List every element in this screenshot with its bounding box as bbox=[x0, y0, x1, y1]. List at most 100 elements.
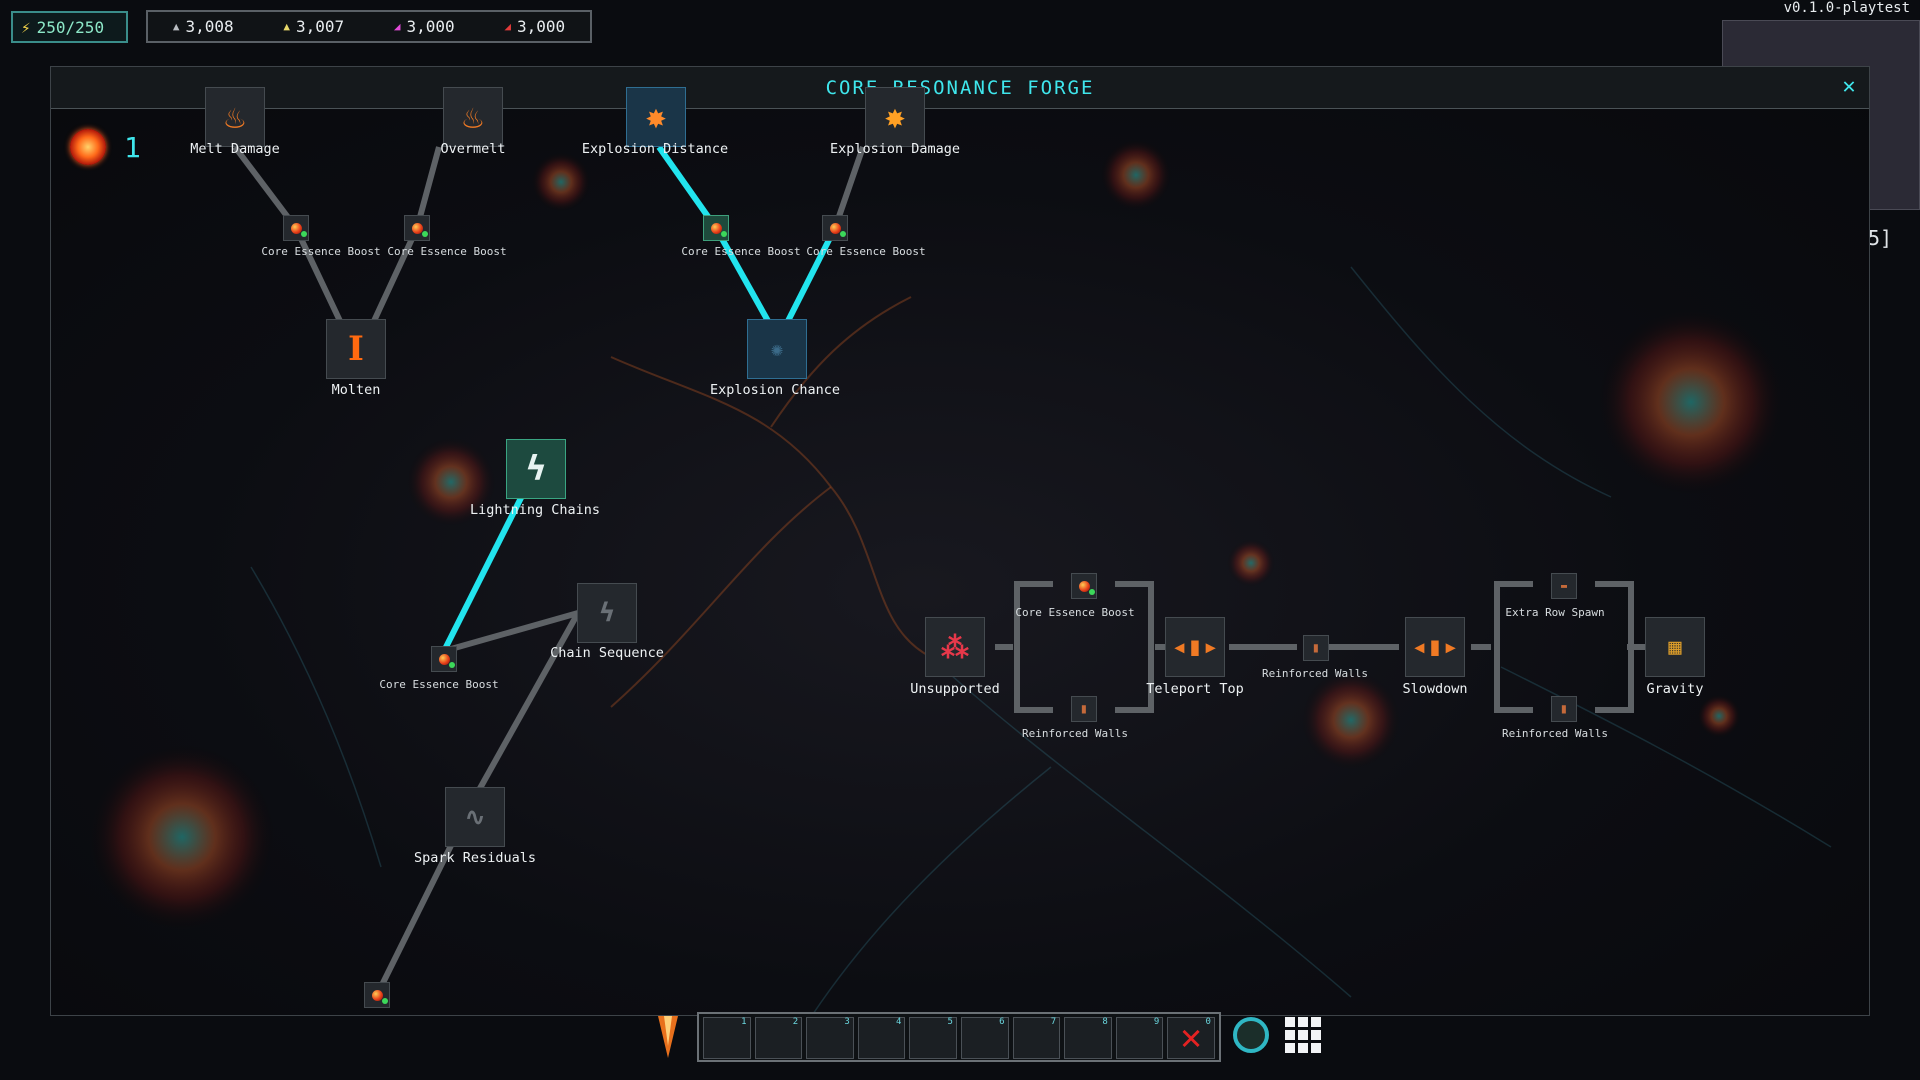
hotbar-slot-3[interactable]: 3 bbox=[806, 1017, 854, 1059]
core-essence-boost-node-1[interactable] bbox=[283, 215, 309, 241]
close-button[interactable]: ✕ bbox=[1837, 75, 1861, 99]
slowdown-node[interactable]: ◂▮▸ bbox=[1405, 617, 1465, 677]
reinforced-walls-label-2: Reinforced Walls bbox=[1262, 667, 1368, 680]
core-essence-boost-node-6[interactable] bbox=[1071, 573, 1097, 599]
spark-residuals-label: Spark Residuals bbox=[414, 850, 536, 866]
reinforced-walls-node-1[interactable]: ▮ bbox=[1071, 696, 1097, 722]
overmelt-label: Overmelt bbox=[440, 141, 506, 157]
scanner-button[interactable] bbox=[1228, 1012, 1274, 1058]
version-label: v0.1.0-playtest bbox=[1783, 0, 1910, 16]
hotbar-slot-remove[interactable]: 0 ✕ bbox=[1167, 1017, 1215, 1059]
flame-icon: ♨ bbox=[462, 97, 484, 137]
background-art bbox=[87, 139, 1832, 1015]
overmelt-node[interactable]: ♨ bbox=[443, 87, 503, 147]
cracked-block-icon: ⁂ bbox=[941, 630, 969, 664]
gravity-node[interactable]: ▦ bbox=[1645, 617, 1705, 677]
hotbar-slot-7[interactable]: 7 bbox=[1012, 1017, 1061, 1059]
hotbar-slot-9[interactable]: 9 bbox=[1115, 1017, 1164, 1059]
unsupported-node[interactable]: ⁂ bbox=[925, 617, 985, 677]
reinforced-walls-node-2[interactable]: ▮ bbox=[1303, 635, 1329, 661]
reinforced-walls-label-1: Reinforced Walls bbox=[1022, 727, 1128, 740]
molten-node[interactable]: I bbox=[326, 319, 386, 379]
yellow-crystal-icon: ▲ bbox=[283, 20, 290, 33]
chain-sequence-label: Chain Sequence bbox=[550, 645, 664, 661]
resource-magenta: ◢ 3,000 bbox=[393, 17, 455, 36]
core-essence-boost-label-3: Core Essence Boost bbox=[681, 245, 801, 258]
wall-icon: ▮ bbox=[1311, 640, 1321, 656]
energy-counter: ⚡ 250/250 bbox=[11, 11, 128, 43]
hotbar-slot-5[interactable]: 5 bbox=[909, 1017, 957, 1059]
teleport-icon: ◂▮▸ bbox=[1171, 632, 1219, 662]
core-counter: 1 bbox=[70, 129, 141, 165]
melt-damage-label: Melt Damage bbox=[190, 141, 280, 157]
core-essence-icon bbox=[411, 222, 428, 237]
menu-grid-button[interactable] bbox=[1280, 1012, 1326, 1058]
hotbar-slot-2[interactable]: 2 bbox=[754, 1017, 803, 1059]
core-essence-icon bbox=[829, 222, 846, 237]
core-essence-boost-label-6: Core Essence Boost bbox=[1015, 606, 1135, 619]
gravity-icon: ▦ bbox=[1668, 634, 1682, 660]
magenta-crystal-icon: ◢ bbox=[393, 20, 401, 33]
reinforced-walls-node-3[interactable]: ▮ bbox=[1551, 696, 1577, 722]
explosion-damage-node[interactable]: ✸ bbox=[865, 87, 925, 147]
extra-row-spawn-label: Extra Row Spawn bbox=[1505, 606, 1605, 619]
core-essence-boost-node-5[interactable] bbox=[431, 646, 457, 672]
extra-row-spawn-node[interactable]: ▬ bbox=[1551, 573, 1577, 599]
lightning-chains-node[interactable]: ϟ bbox=[506, 439, 566, 499]
core-essence-boost-node-2[interactable] bbox=[404, 215, 430, 241]
core-essence-icon bbox=[1078, 580, 1095, 595]
molten-icon: I bbox=[348, 329, 364, 369]
core-essence-boost-node-7[interactable] bbox=[364, 982, 390, 1008]
explosion-distance-label: Explosion Distance bbox=[581, 141, 729, 157]
explosion-icon: ✺ bbox=[770, 337, 784, 361]
core-essence-icon bbox=[70, 129, 106, 165]
core-count: 1 bbox=[124, 130, 141, 164]
resource-red: ◢ 3,000 bbox=[504, 17, 566, 36]
core-essence-boost-label-1: Core Essence Boost bbox=[261, 245, 381, 258]
spark-icon: ∿ bbox=[464, 803, 486, 831]
chain-sequence-node[interactable]: ϟ bbox=[577, 583, 637, 643]
explosion-chance-label: Explosion Chance bbox=[709, 382, 841, 398]
explosion-icon: ✸ bbox=[884, 97, 906, 137]
core-essence-boost-label-2: Core Essence Boost bbox=[387, 245, 507, 258]
resource-grey: ▲ 3,008 bbox=[172, 17, 234, 36]
drill-icon bbox=[658, 1016, 678, 1058]
blue-veins bbox=[250, 266, 1832, 1015]
explosion-icon: ✸ bbox=[645, 97, 667, 137]
explosion-damage-label: Explosion Damage bbox=[829, 141, 961, 157]
active-links bbox=[441, 145, 838, 653]
lightning-veins bbox=[610, 296, 932, 708]
core-essence-boost-label-4: Core Essence Boost bbox=[806, 245, 926, 258]
core-essence-icon bbox=[290, 222, 307, 237]
core-essence-boost-node-3[interactable] bbox=[703, 215, 729, 241]
scanner-icon bbox=[1233, 1017, 1269, 1053]
inactive-links bbox=[232, 145, 1649, 997]
explosion-chance-node[interactable]: ✺ bbox=[747, 319, 807, 379]
coordinate-readout: 5] bbox=[1868, 226, 1893, 250]
hotbar-slot-8[interactable]: 8 bbox=[1064, 1017, 1112, 1059]
red-x-icon: ✕ bbox=[1180, 1017, 1202, 1058]
core-essence-boost-label-5: Core Essence Boost bbox=[379, 678, 499, 691]
row-icon: ▬ bbox=[1560, 580, 1568, 592]
chain-icon: ϟ bbox=[599, 598, 615, 628]
molten-label: Molten bbox=[331, 382, 381, 398]
resource-bar: ▲ 3,008 ▲ 3,007 ◢ 3,000 ◢ 3,000 bbox=[146, 10, 592, 43]
lightning-chains-label: Lightning Chains bbox=[469, 502, 601, 518]
bracket-lines bbox=[1014, 581, 1634, 713]
grey-crystal-icon: ▲ bbox=[172, 20, 180, 33]
hotbar-slot-1[interactable]: 1 bbox=[703, 1017, 751, 1059]
grid-icon bbox=[1285, 1017, 1321, 1053]
hotbar-slot-4[interactable]: 4 bbox=[857, 1017, 906, 1059]
connection-lines bbox=[232, 145, 1649, 997]
explosion-distance-node[interactable]: ✸ bbox=[626, 87, 686, 147]
wall-icon: ▮ bbox=[1559, 701, 1569, 717]
glow-orbs bbox=[87, 139, 1786, 932]
hotbar-slot-6[interactable]: 6 bbox=[960, 1017, 1009, 1059]
teleport-top-node[interactable]: ◂▮▸ bbox=[1165, 617, 1225, 677]
red-crystal-icon: ◢ bbox=[504, 20, 511, 33]
core-essence-boost-node-4[interactable] bbox=[822, 215, 848, 241]
melt-damage-node[interactable]: ♨ bbox=[205, 87, 265, 147]
spark-residuals-node[interactable]: ∿ bbox=[445, 787, 505, 847]
unsupported-label: Unsupported bbox=[910, 681, 1000, 697]
flame-icon: ♨ bbox=[224, 97, 246, 137]
